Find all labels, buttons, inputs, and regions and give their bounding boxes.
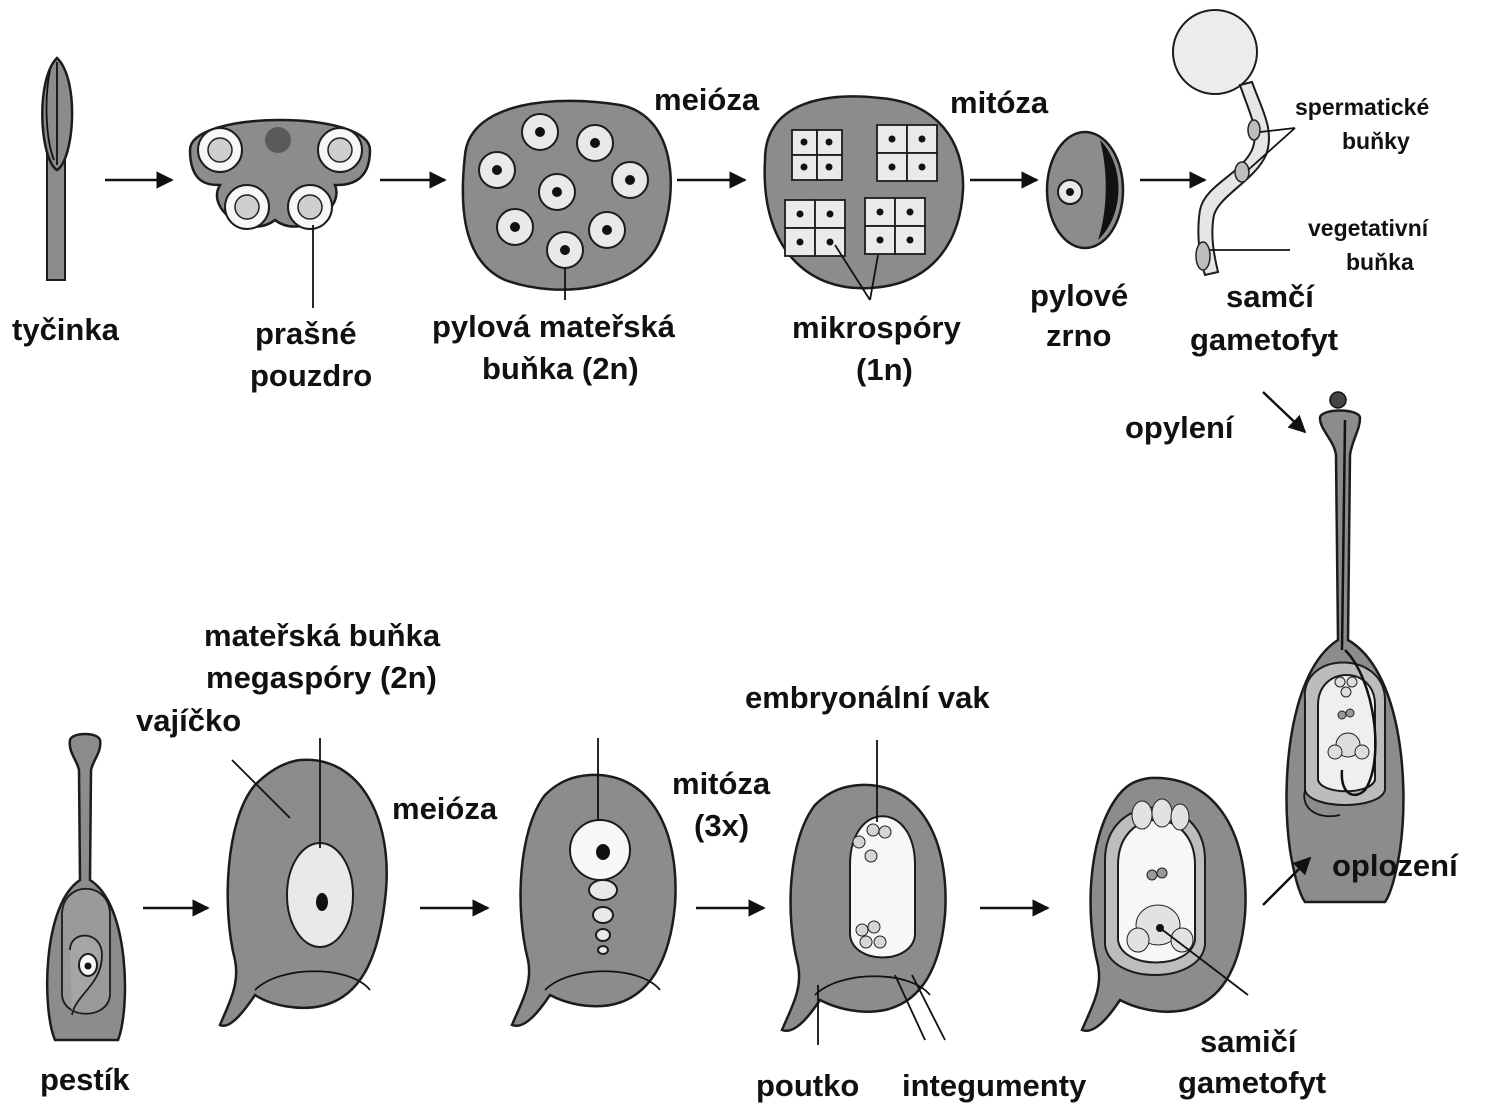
ovule-megaspore-mother-cell bbox=[220, 738, 387, 1026]
label-mitoza-top: mitóza bbox=[950, 85, 1049, 120]
mature-ovule bbox=[1082, 778, 1248, 1031]
label-pestik: pestík bbox=[40, 1062, 130, 1097]
label-vegetativni-line2: buňka bbox=[1346, 249, 1414, 275]
label-mitoza-bottom-line1: mitóza bbox=[672, 766, 771, 801]
pollen-mother-cells bbox=[463, 101, 671, 300]
label-materska-megaspory-line2: megaspóry (2n) bbox=[206, 660, 437, 695]
label-samici-line1: samičí bbox=[1200, 1024, 1298, 1059]
pistil-illustration bbox=[47, 734, 125, 1040]
label-vegetativni-line1: vegetativní bbox=[1308, 215, 1430, 241]
label-pylove-zrno-line1: pylové bbox=[1030, 278, 1128, 313]
label-meioza-bottom: meióza bbox=[392, 791, 498, 826]
label-opyleni: opylení bbox=[1125, 410, 1235, 445]
mother-cell bbox=[589, 212, 625, 248]
mother-cell bbox=[539, 174, 575, 210]
label-embryonalni-vak: embryonální vak bbox=[745, 680, 990, 715]
label-samici-line2: gametofyt bbox=[1178, 1065, 1326, 1100]
label-mikrospory-line1: mikrospóry bbox=[792, 310, 962, 345]
label-pylove-zrno-line2: zrno bbox=[1046, 318, 1111, 353]
mother-cell bbox=[547, 232, 583, 268]
pollen-grain bbox=[1047, 132, 1123, 248]
label-spermaticke-line2: buňky bbox=[1342, 128, 1410, 154]
label-samci-line1: samčí bbox=[1226, 279, 1315, 314]
stamen-illustration bbox=[42, 58, 72, 280]
ovule-after-meiosis bbox=[512, 738, 676, 1026]
mother-cell bbox=[612, 162, 648, 198]
arrow bbox=[1263, 392, 1305, 432]
tetrad bbox=[792, 130, 842, 180]
ovule-embryo-sac bbox=[782, 740, 946, 1045]
label-pylova-materska-line1: pylová mateřská bbox=[432, 309, 676, 344]
anther-cross-section bbox=[190, 120, 370, 308]
label-materska-megaspory-line1: mateřská buňka bbox=[204, 618, 441, 653]
label-meioza-top: meióza bbox=[654, 82, 760, 117]
mother-cell bbox=[497, 209, 533, 245]
male-gametophyte bbox=[1173, 10, 1295, 275]
mother-cell bbox=[577, 125, 613, 161]
tetrad bbox=[865, 198, 925, 254]
mother-cell bbox=[479, 152, 515, 188]
label-oplozeni: oplození bbox=[1332, 848, 1459, 883]
label-vajicko: vajíčko bbox=[136, 703, 241, 738]
microspore-tetrads bbox=[765, 96, 963, 300]
label-prasne-pouzdro-line1: prašné bbox=[255, 316, 357, 351]
label-poutko: poutko bbox=[756, 1068, 859, 1103]
label-samci-line2: gametofyt bbox=[1190, 322, 1338, 357]
label-spermaticke-line1: spermatické bbox=[1295, 94, 1429, 120]
label-integumenty: integumenty bbox=[902, 1068, 1087, 1103]
pollinated-pistil bbox=[1286, 392, 1403, 902]
tetrad bbox=[877, 125, 937, 181]
label-mitoza-bottom-line2: (3x) bbox=[694, 808, 749, 843]
label-mikrospory-line2: (1n) bbox=[856, 352, 913, 387]
mother-cell bbox=[522, 114, 558, 150]
label-pylova-materska-line2: buňka (2n) bbox=[482, 351, 639, 386]
label-prasne-pouzdro-line2: pouzdro bbox=[250, 358, 372, 393]
label-tycinka: tyčinka bbox=[12, 312, 120, 347]
